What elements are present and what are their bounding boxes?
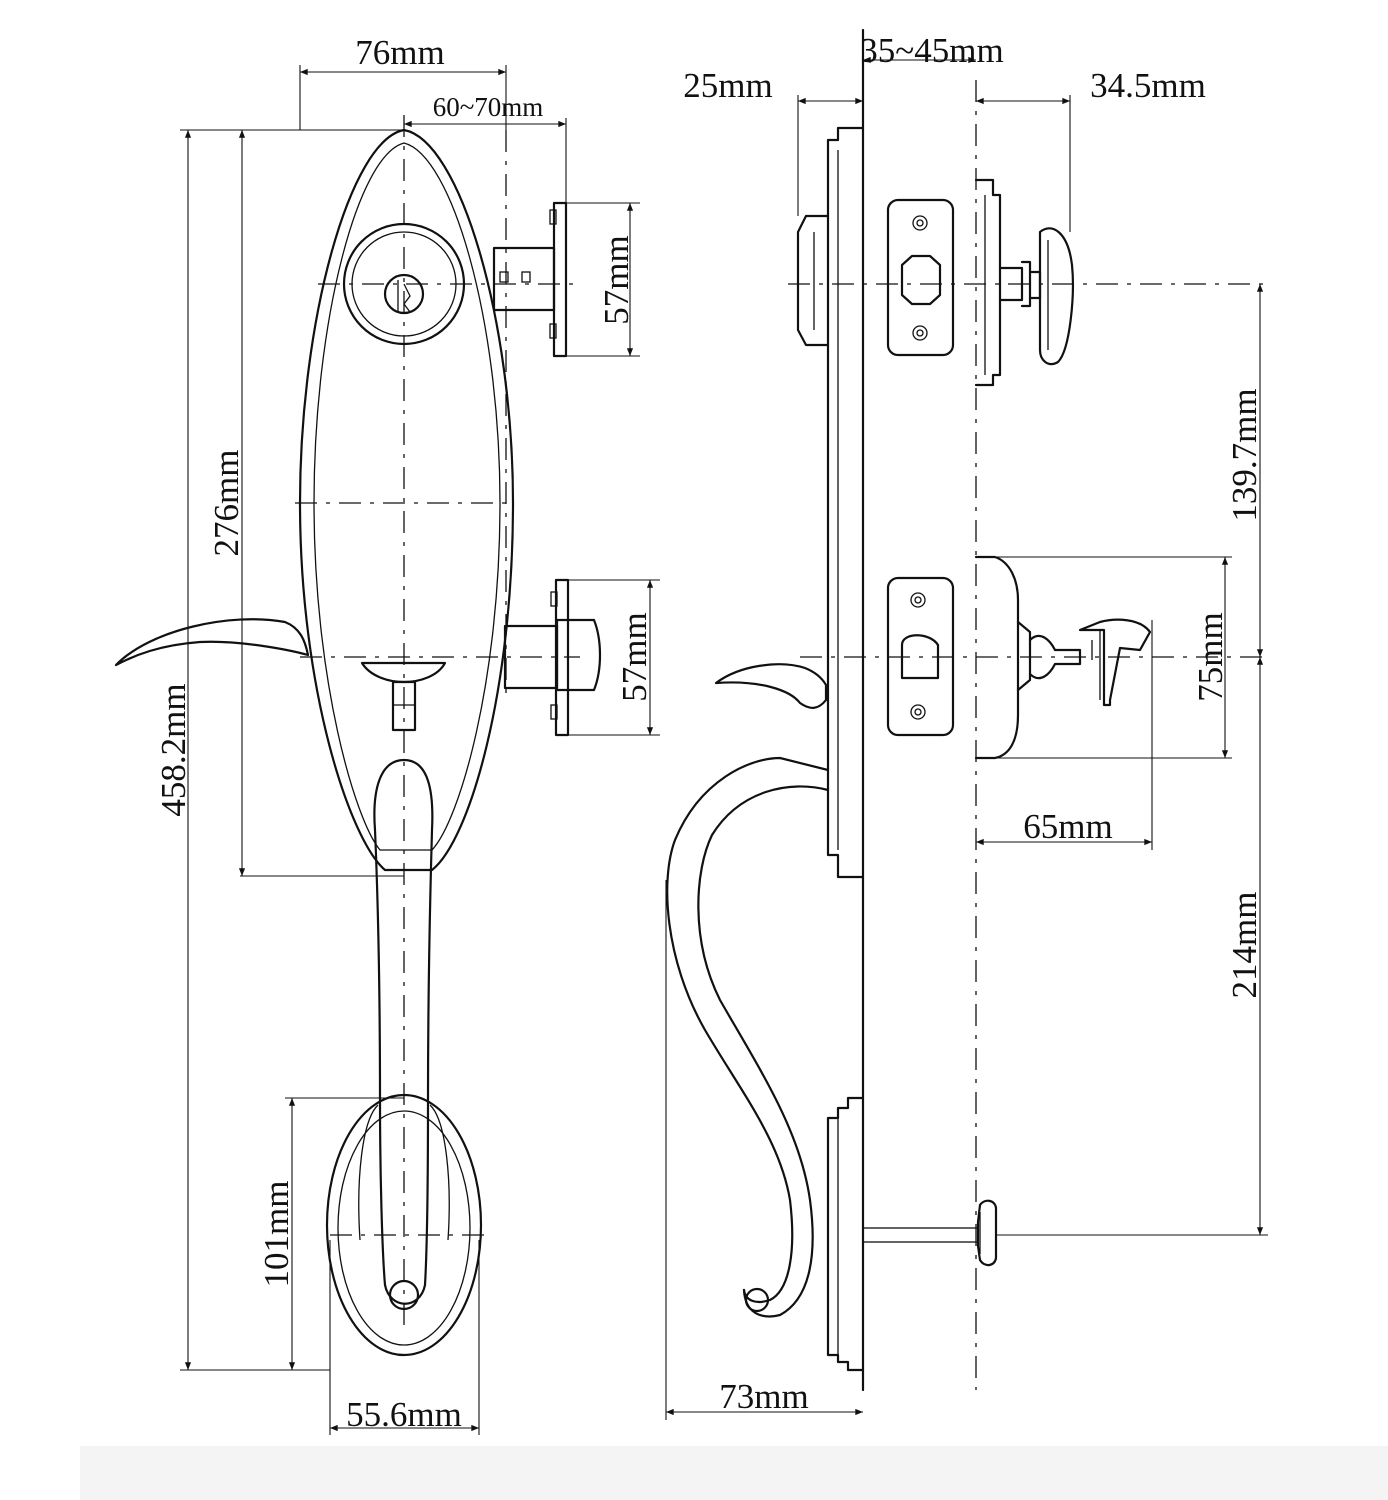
deadbolt-bolt <box>492 201 568 358</box>
dim-overall-height: 458.2mm <box>154 683 193 816</box>
side-view: 35~45mm 25mm 34.5mm 139.7mm 75mm 65mm <box>665 28 1270 1420</box>
thumb-lever-side <box>714 663 828 709</box>
dim-overall-width: 76mm <box>355 33 444 72</box>
dim-deadbolt-rose: 57mm <box>597 235 636 324</box>
through-bolt <box>862 1199 998 1267</box>
dim-thumbturn-projection: 34.5mm <box>1090 66 1206 105</box>
front-view: 76mm 60~70mm 57mm 57mm 458.2mm 276mm <box>114 33 660 1435</box>
dim-knob-projection: 65mm <box>1023 807 1112 846</box>
exterior-backplate-side <box>796 126 865 879</box>
dim-plate-height: 276mm <box>207 450 246 557</box>
dim-grip-base-height: 101mm <box>257 1181 296 1288</box>
grip-base <box>325 1093 483 1357</box>
dim-handle-projection: 73mm <box>719 1377 808 1416</box>
dim-deadbolt-to-latch: 139.7mm <box>1225 388 1264 521</box>
grip-handle-side <box>666 756 830 1318</box>
front-dimensions: 76mm 60~70mm 57mm 57mm 458.2mm 276mm <box>154 33 660 1435</box>
escutcheon-plate <box>298 128 515 872</box>
dim-deadbolt-projection: 25mm <box>683 66 772 105</box>
grip-handle <box>373 758 434 1311</box>
latch-faceplate <box>886 576 955 737</box>
interior-knob <box>974 555 1152 760</box>
bottom-shade-strip <box>80 1446 1388 1500</box>
dim-latch-rose: 57mm <box>615 612 654 701</box>
latch-bolt <box>503 578 602 737</box>
deadbolt-faceplate <box>886 198 955 357</box>
dim-latch-to-bottom: 214mm <box>1225 892 1264 999</box>
dim-grip-base-width: 55.6mm <box>346 1395 462 1434</box>
keyway-icon <box>397 280 411 313</box>
thumb-lever <box>114 618 447 732</box>
dim-door-thickness: 35~45mm <box>860 31 1003 70</box>
key-cylinder <box>342 222 466 346</box>
dim-inside-rose: 75mm <box>1191 612 1230 701</box>
side-dimensions: 35~45mm 25mm 34.5mm 139.7mm 75mm 65mm <box>665 31 1268 1420</box>
thumbturn <box>974 178 1074 387</box>
dim-backset: 60~70mm <box>433 92 544 122</box>
bottom-rose-side <box>826 1096 865 1372</box>
